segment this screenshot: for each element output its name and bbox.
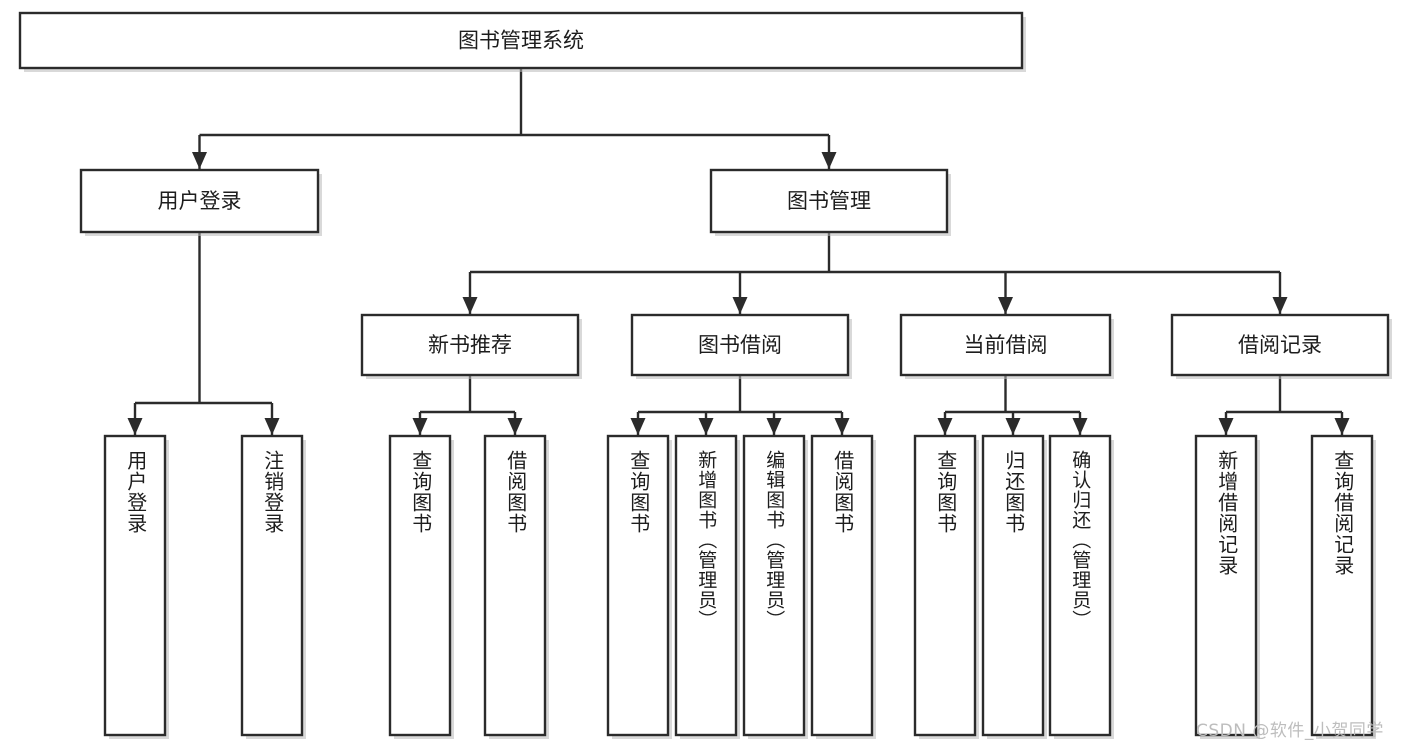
arrow-head-icon xyxy=(698,418,714,435)
arrow-head-icon xyxy=(507,418,523,435)
node-boxes xyxy=(18,11,1392,739)
arrow-head-icon xyxy=(1005,418,1021,435)
node-leaf-1[interactable] xyxy=(240,434,304,737)
node-level3-1[interactable] xyxy=(630,313,850,377)
arrow-head-icon xyxy=(1218,418,1234,435)
arrow-head-icon xyxy=(1334,418,1350,435)
arrow-head-icon xyxy=(834,418,850,435)
node-level3-label-1: 图书借阅 xyxy=(698,333,782,357)
arrow-head-icon xyxy=(1272,297,1288,314)
node-leaf-2[interactable] xyxy=(388,434,452,737)
arrow-head-icon xyxy=(766,418,782,435)
node-leaf-7[interactable] xyxy=(810,434,874,737)
arrow-head-icon xyxy=(821,152,837,169)
node-level2-label-1: 图书管理 xyxy=(787,189,871,213)
node-level2-1[interactable] xyxy=(709,168,949,234)
node-leaf-6[interactable] xyxy=(742,434,806,737)
node-leaf-11[interactable] xyxy=(1194,434,1258,737)
node-leaf-8[interactable] xyxy=(913,434,977,737)
node-level3-0[interactable] xyxy=(360,313,580,377)
node-leaf-4[interactable] xyxy=(606,434,670,737)
connector-lines xyxy=(127,68,1350,435)
arrow-head-icon xyxy=(192,152,207,169)
arrow-head-icon xyxy=(127,418,143,435)
arrow-head-icon xyxy=(732,297,748,314)
node-root[interactable] xyxy=(18,11,1024,70)
arrow-head-icon xyxy=(264,418,280,435)
node-leaf-12[interactable] xyxy=(1310,434,1374,737)
node-level3-3[interactable] xyxy=(1170,313,1390,377)
node-leaf-9[interactable] xyxy=(981,434,1045,737)
node-level2-0[interactable] xyxy=(79,168,320,234)
node-root-label: 图书管理系统 xyxy=(458,29,584,53)
node-leaf-0[interactable] xyxy=(103,434,167,737)
csdn-watermark: CSDN @软件_小贺同学 xyxy=(1196,721,1384,741)
arrow-head-icon xyxy=(412,418,428,435)
arrow-head-icon xyxy=(998,297,1013,314)
node-level3-label-2: 当前借阅 xyxy=(964,333,1048,357)
node-level2-label-0: 用户登录 xyxy=(158,189,242,213)
node-leaf-3[interactable] xyxy=(483,434,547,737)
arrow-head-icon xyxy=(462,297,478,314)
node-level3-label-0: 新书推荐 xyxy=(428,333,512,357)
node-level3-2[interactable] xyxy=(899,313,1112,377)
arrow-head-icon xyxy=(937,418,953,435)
node-leaf-5[interactable] xyxy=(674,434,738,737)
node-leaf-10[interactable] xyxy=(1048,434,1112,737)
node-level3-label-3: 借阅记录 xyxy=(1238,333,1322,357)
arrow-head-icon xyxy=(1072,418,1088,435)
arrow-head-icon xyxy=(630,418,646,435)
